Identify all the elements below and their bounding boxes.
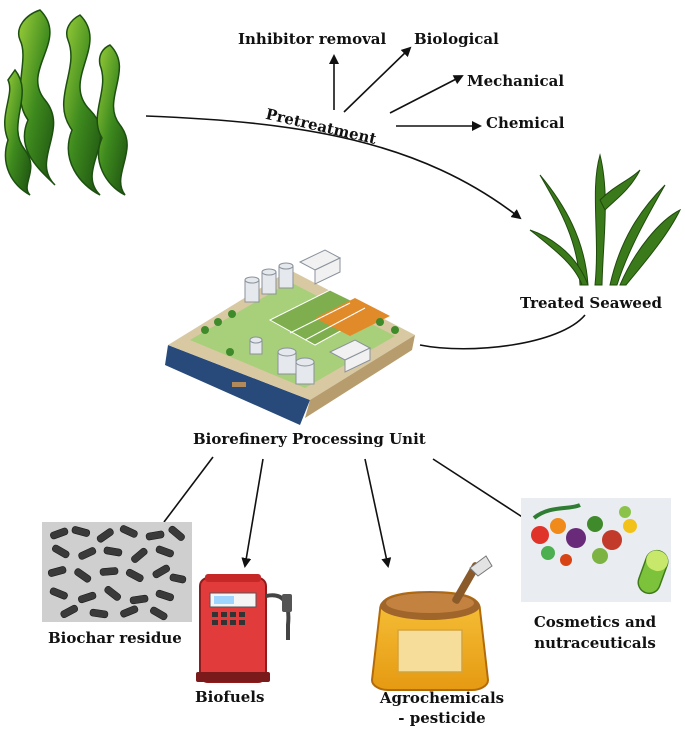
agrochemicals-label-line1: Agrochemicals: [379, 689, 505, 707]
line-to-biochar: [163, 456, 214, 523]
arrow-biological: [343, 46, 412, 113]
treated-seaweed-image: [529, 153, 682, 286]
cosmetics-label: Cosmetics and nutraceuticals: [520, 612, 670, 654]
biofuels-label: Biofuels: [195, 688, 265, 706]
agrochemical-sack-icon: [370, 555, 493, 691]
cosmetics-label-line1: Cosmetics and: [533, 613, 657, 631]
biochar-image: [42, 522, 192, 622]
arrow-to-biofuels: [241, 458, 264, 568]
agrochemicals-label-line2: - pesticide: [398, 709, 486, 727]
seaweed-to-treated-arrow: [145, 115, 522, 220]
line-to-cosmetics: [432, 458, 531, 523]
treated-to-unit-connector: [419, 314, 586, 350]
biorefinery-plant-image: [165, 249, 415, 425]
biological-label: Biological: [414, 30, 499, 48]
fuel-pump-icon: [196, 574, 292, 683]
cosmetics-label-line2: nutraceuticals: [534, 634, 656, 652]
product-arrows: [163, 456, 531, 568]
treated-seaweed-label: Treated Seaweed: [520, 294, 663, 312]
mechanical-label: Mechanical: [467, 72, 565, 90]
agrochemicals-label: Agrochemicals - pesticide: [372, 688, 512, 728]
biochar-label: Biochar residue: [48, 629, 182, 647]
biorefinery-unit-label: Biorefinery Processing Unit: [193, 430, 426, 448]
arrow-to-agrochemicals: [364, 458, 392, 568]
inhibitor-removal-label: Inhibitor removal: [238, 30, 387, 48]
raw-seaweed-image: [4, 9, 128, 196]
cosmetics-nutraceuticals-image: [521, 498, 671, 602]
chemical-label: Chemical: [486, 114, 565, 132]
arrow-mechanical: [389, 75, 464, 114]
pretreatment-arrows: [145, 46, 522, 220]
